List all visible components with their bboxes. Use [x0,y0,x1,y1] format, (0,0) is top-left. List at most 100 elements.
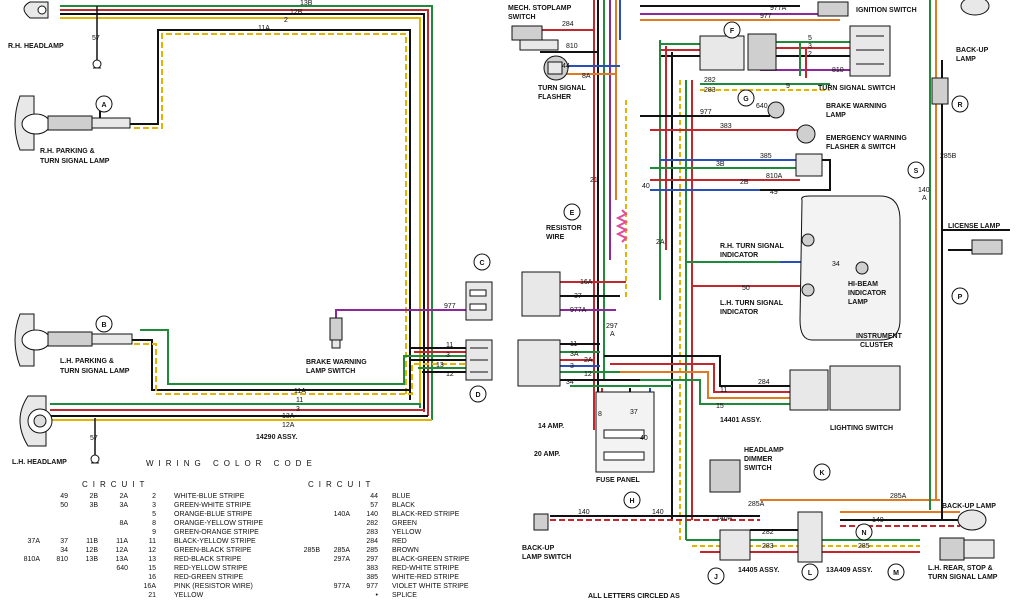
svg-text:37: 37 [574,293,582,300]
code-left-circuit: 50 [60,502,68,509]
lh-parking-label-2: TURN SIGNAL LAMP [60,368,130,375]
code-left-circuit: 3A [119,502,128,509]
svg-text:A: A [101,102,106,109]
svg-text:16A: 16A [580,279,593,286]
lh-indicator-label: L.H. TURN SIGNAL [720,300,784,307]
svg-text:12: 12 [584,371,592,378]
brake-switch-label: BRAKE WARNING [306,359,367,366]
svg-text:15: 15 [716,403,724,410]
stoplamp-label-2: SWITCH [508,14,536,21]
license-lamp [971,239,1003,255]
svg-text:285B: 285B [940,153,957,160]
svg-text:50: 50 [742,285,750,292]
code-left-circuit: 34 [60,547,68,554]
code-right-circuit: 285B [304,547,321,554]
svg-text:C: C [479,260,484,267]
ignition-label: IGNITION SWITCH [856,7,917,14]
lh-headlamp [19,395,53,447]
turn-signal-switch [849,25,891,77]
hibeam-label-2: INDICATOR [848,290,886,297]
svg-text:G: G [743,96,749,103]
svg-text:11: 11 [296,397,303,404]
svg-text:E: E [570,210,575,217]
code-left-color: GREEN-BLACK STRIPE [174,547,252,554]
rh-indicator-label: R.H. TURN SIGNAL [720,243,785,250]
svg-text:140: 140 [578,509,590,516]
svg-text:2: 2 [808,51,812,58]
svg-text:810A: 810A [766,173,783,180]
svg-text:11A: 11A [294,388,306,395]
code-left-circuit: 49 [60,493,68,500]
emerg-label-2: FLASHER & SWITCH [826,144,896,151]
code-right-color: WHITE-RED STRIPE [392,574,459,581]
circuit-header-left: CIRCUIT [82,480,149,489]
svg-text:977: 977 [444,303,456,310]
dimmer-label-3: SWITCH [744,465,772,472]
svg-text:S: S [914,168,919,175]
svg-text:49: 49 [770,189,778,196]
svg-text:D: D [475,392,480,399]
code-left-color: WHITE-BLUE STRIPE [174,493,245,500]
dimmer-label-2: DIMMER [744,456,772,463]
svg-text:2A: 2A [584,357,593,364]
svg-text:12B: 12B [290,9,303,16]
svg-text:44: 44 [562,63,570,70]
svg-text:12A: 12A [282,422,295,429]
backup-top-label: BACK-UP [956,47,989,54]
code-right-circuit: 383 [366,565,378,572]
emerg-label: EMERGENCY WARNING [826,135,907,142]
code-right-circuit: 297A [334,556,351,563]
resistor-label: RESISTOR [546,225,582,232]
svg-text:13: 13 [436,362,444,369]
svg-text:140: 140 [918,187,930,194]
code-right-circuit: 977 [366,583,378,590]
svg-text:810: 810 [832,67,844,74]
left-wire-labels: 13B 12B 2 11A 977 11 3 13 12 11A 11 3 13… [258,0,456,429]
svg-text:2B: 2B [740,179,749,186]
lh-rear-label: L.H. REAR, STOP & [928,565,993,572]
rh-headlamp-label: R.H. HEADLAMP [8,43,64,50]
resistor-wire [615,209,629,243]
rh-parking-lamp [14,95,131,151]
fuse-panel [595,391,655,473]
code-right-circuit: 977A [334,583,351,590]
connector-f [699,33,777,71]
dimmer-switch [709,459,741,493]
svg-text:8: 8 [598,411,602,418]
brake-warning-lamp-switch [329,317,343,349]
code-left-circuit: 810 [56,556,68,563]
assy-14290-label: 14290 ASSY. [256,434,297,441]
code-left-circuit: 16 [148,574,156,581]
code-left-circuit: 11 [149,538,156,545]
backup-lamp-top [931,0,990,105]
circuit-header-right: CIRCUIT [308,480,375,489]
svg-text:285A: 285A [748,501,765,508]
code-right-circuit: 140A [334,511,351,518]
svg-text:8A: 8A [582,73,591,80]
hibeam-label: HI-BEAM [848,281,878,288]
svg-text:282: 282 [762,529,774,536]
brake-lamp-label: BRAKE WARNING [826,103,887,110]
code-left-circuit: 640 [116,565,128,572]
svg-text:N: N [861,530,866,537]
assy-13a409-label: 13A409 ASSY. [826,567,872,574]
rh-parking-label-2: TURN SIGNAL LAMP [40,158,110,165]
rh-parking-label: R.H. PARKING & [40,148,95,155]
svg-text:977A: 977A [570,307,587,314]
mech-stoplamp-switch [511,25,559,51]
lh-indicator-label-2: INDICATOR [720,309,758,316]
svg-text:3: 3 [446,352,450,359]
code-right-circuit: 140 [366,511,378,518]
brake-lamp-label-2: LAMP [826,112,846,119]
svg-text:21: 21 [590,177,598,184]
code-right-circuit: 297 [366,556,378,563]
code-left-circuit: 5 [152,511,156,518]
code-right-color: RED-WHITE STRIPE [392,565,459,572]
code-left-circuit: 12 [148,547,156,554]
svg-text:285A: 285A [890,493,907,500]
svg-text:A: A [922,195,927,202]
flasher-label-2: FLASHER [538,94,571,101]
code-right-circuit: 385 [366,574,378,581]
svg-text:L: L [808,570,813,577]
callout-circles: A B C D E F G H J K L M N P R S [95,21,969,585]
